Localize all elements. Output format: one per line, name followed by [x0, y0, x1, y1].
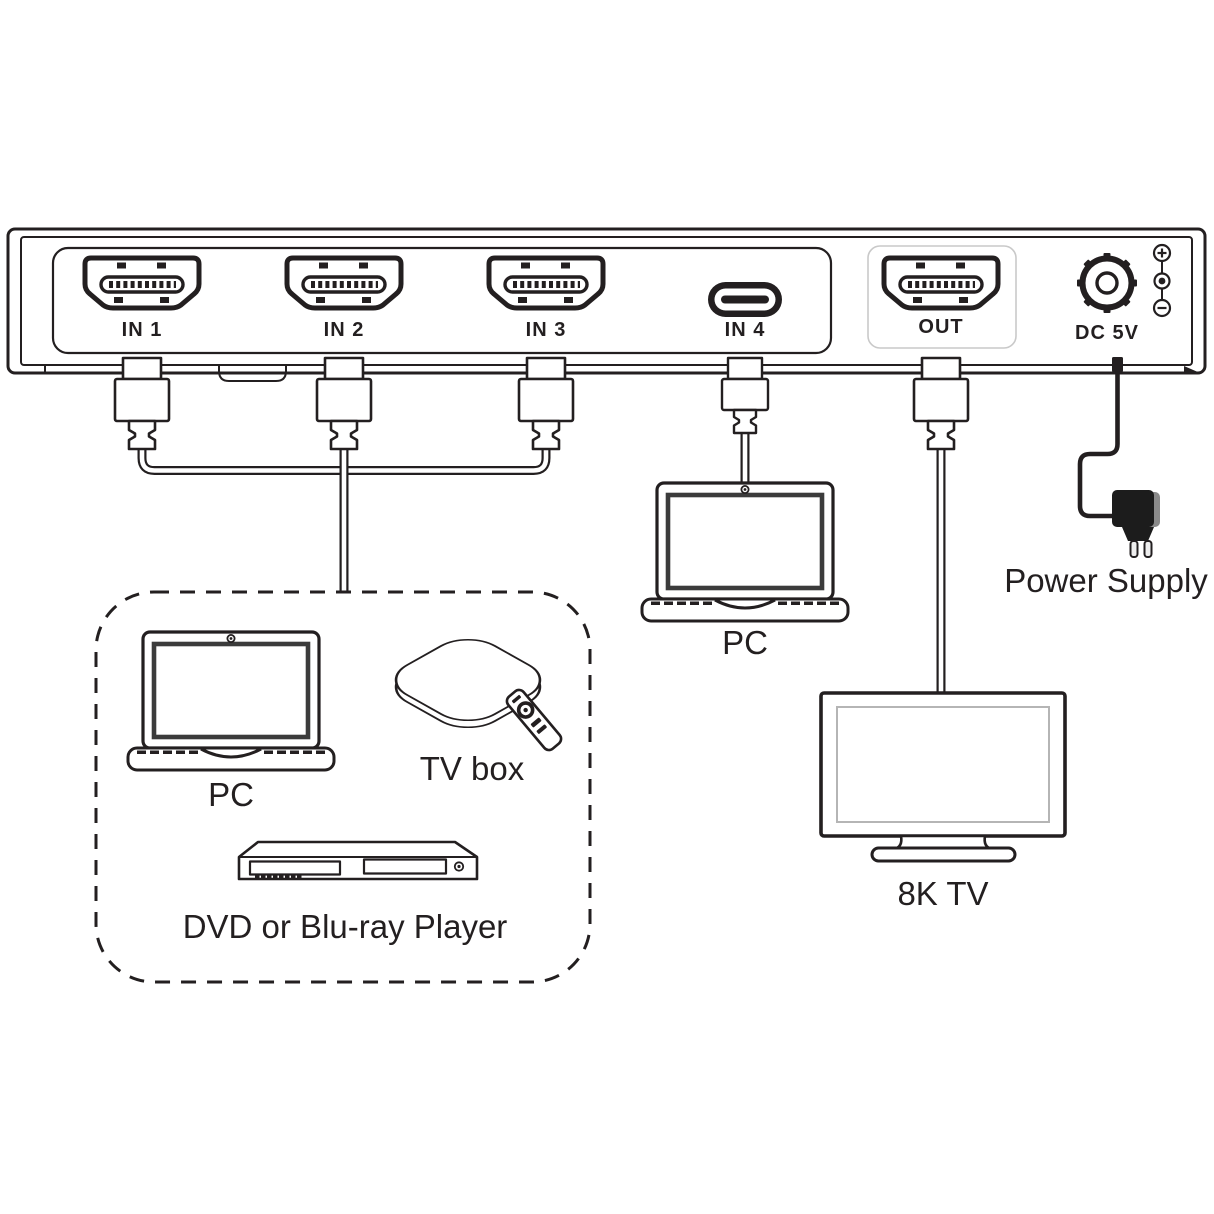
port-label-in1: IN 1	[122, 319, 163, 341]
hdmi-port-out	[884, 258, 998, 308]
dc-plug	[1112, 357, 1123, 372]
laptop-icon-in4	[642, 483, 848, 621]
hdmi-port-in3	[489, 258, 603, 308]
source-pc-label: PC	[208, 776, 254, 813]
polarity-icon	[1152, 243, 1172, 318]
port-label-in4: IN 4	[725, 319, 766, 341]
power-supply-icon	[1077, 357, 1160, 558]
power-cable	[1077, 370, 1120, 519]
in4-pc-label: PC	[722, 624, 768, 661]
port-label-in2: IN 2	[324, 319, 365, 341]
hdmi-plug-in2	[315, 356, 373, 451]
tv-label: 8K TV	[897, 875, 988, 912]
dc-power-jack	[1077, 253, 1137, 313]
input-port-panel	[51, 246, 833, 355]
dvd-player-label: DVD or Blu-ray Player	[183, 908, 508, 945]
mounting-tab	[218, 365, 287, 382]
power-supply-label: Power Supply	[1004, 562, 1208, 599]
output-port-panel	[867, 245, 1017, 349]
wall-adapter-icon	[1112, 490, 1154, 527]
usbc-plug-in4	[720, 356, 770, 435]
dvd-player-icon	[237, 840, 479, 881]
port-label-in3: IN 3	[526, 319, 567, 341]
source-group-box	[94, 590, 592, 984]
port-label-out: OUT	[918, 316, 963, 338]
laptop-icon-source	[128, 632, 334, 770]
hdmi-plug-in3	[517, 356, 575, 451]
hdmi-plug-out	[912, 356, 970, 451]
tv-box-icon	[394, 638, 542, 729]
tv-icon	[819, 691, 1067, 863]
hdmi-plug-in1	[113, 356, 171, 451]
remote-control-icon	[505, 688, 563, 752]
tv-box-label: TV box	[420, 750, 525, 787]
port-label-dc5v: DC 5V	[1075, 322, 1139, 344]
hdmi-port-in2	[287, 258, 401, 308]
hdmi-port-in1	[85, 258, 199, 308]
usbc-port-in4	[708, 282, 782, 317]
switcher-device	[6, 227, 1207, 382]
